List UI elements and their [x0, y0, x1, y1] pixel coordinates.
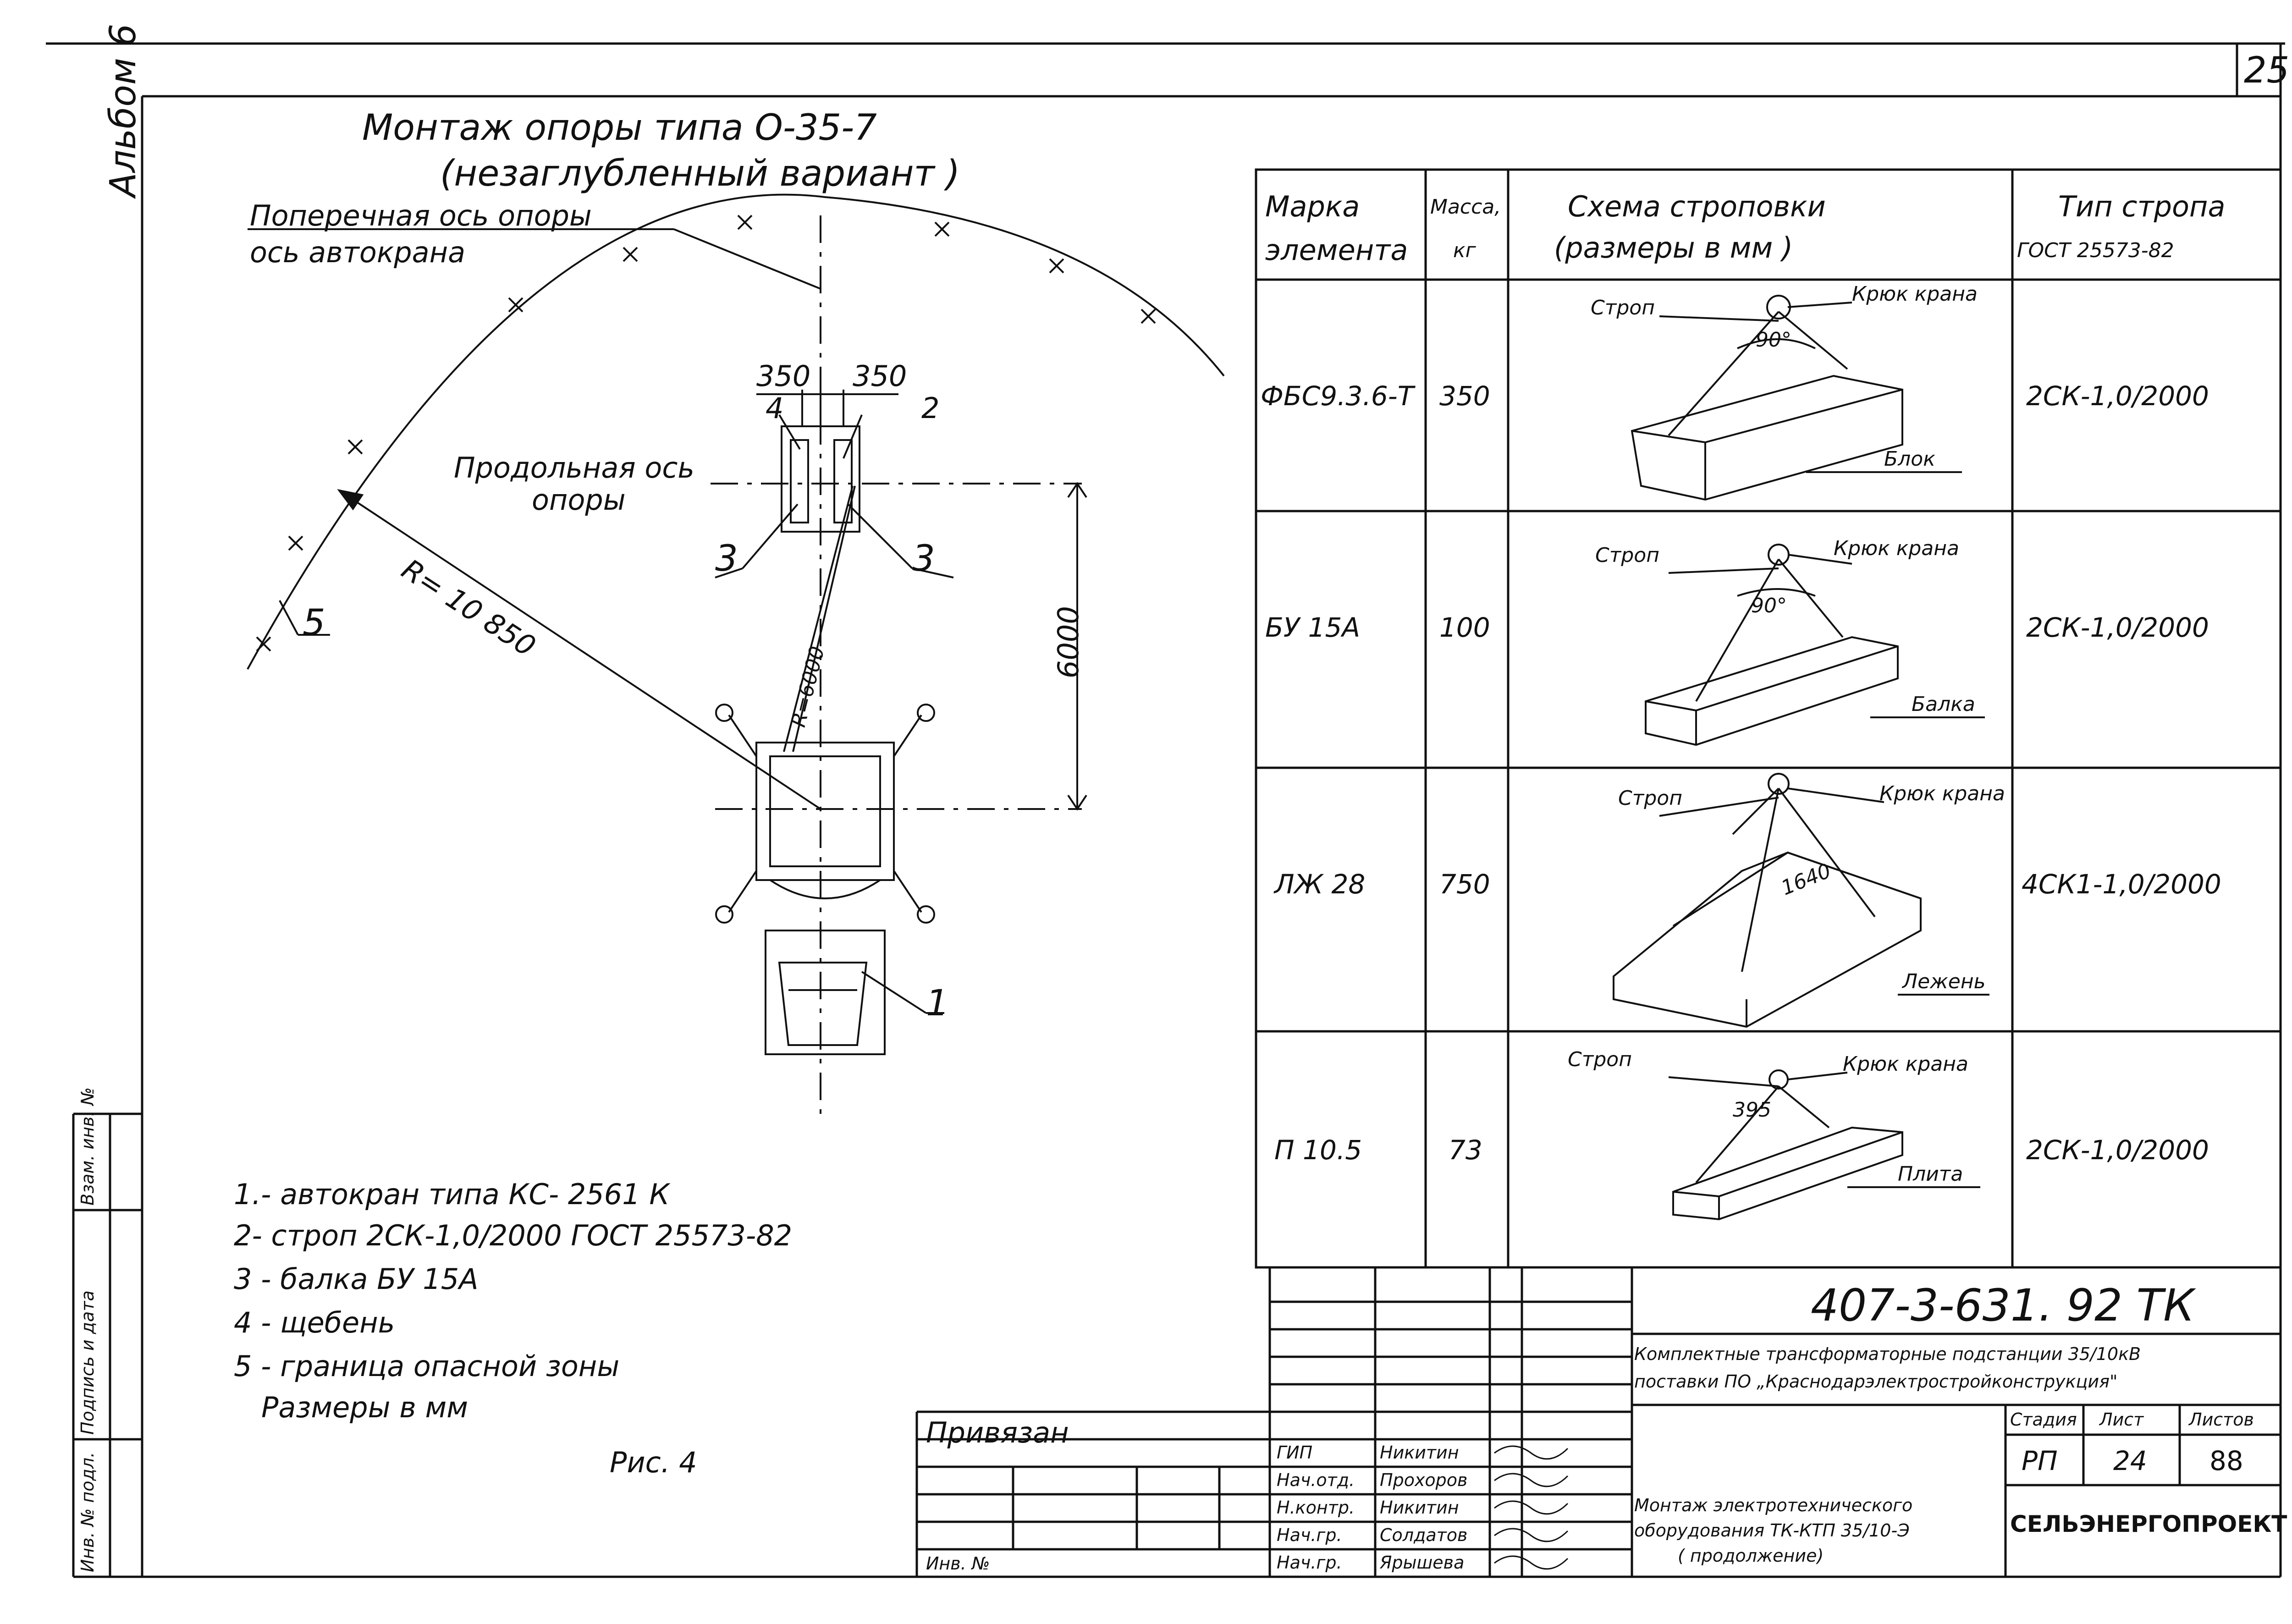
row4-mass: 73	[1449, 1134, 1482, 1166]
callout-3-right: 3	[912, 538, 935, 579]
header-mass-2: кг	[1453, 239, 1476, 262]
side-stamp-replacement: Взам. инв. №	[77, 1087, 98, 1206]
row4-mark: П 10.5	[1274, 1134, 1362, 1166]
bound-label: Привязан	[926, 1416, 1069, 1449]
header-mass-1: Масса,	[1430, 195, 1501, 219]
row2-hook-label: Крюк крана	[1834, 537, 1959, 560]
legend-item-4: 4 - щебень	[234, 1306, 395, 1339]
row3-element: Лежень	[1902, 970, 1986, 993]
transverse-axis-label: Поперечная ось опоры	[250, 199, 592, 232]
dim-6000-label: 6000	[1052, 606, 1085, 678]
dim-350-left: 350	[756, 359, 811, 393]
signer-role-1: ГИП	[1277, 1442, 1313, 1463]
sheet-header: Лист	[2099, 1409, 2144, 1430]
signer-name-1: Никитин	[1380, 1442, 1459, 1463]
row3-mark: ЛЖ 28	[1274, 869, 1366, 900]
drawing-title-line1: Монтаж опоры типа О-35-7	[362, 107, 877, 149]
header-sling-1: Тип стропа	[2058, 190, 2226, 223]
header-mark-2: элемента	[1265, 233, 1408, 267]
legend-item-2: 2- строп 2СК-1,0/2000 ГОСТ 25573-82	[234, 1219, 793, 1252]
figure-caption: Рис. 4	[610, 1446, 697, 1479]
sheets-value: 88	[2209, 1445, 2243, 1476]
signer-role-2: Нач.отд.	[1277, 1470, 1355, 1490]
row1-strop-label: Строп	[1591, 296, 1655, 319]
header-scheme-1: Схема строповки	[1568, 190, 1826, 223]
row3-sling: 4СК1-1,0/2000	[2022, 869, 2221, 900]
signer-name-4: Солдатов	[1380, 1525, 1468, 1545]
row1-sling: 2СК-1,0/2000	[2026, 380, 2209, 412]
header-sling-2: ГОСТ 25573-82	[2017, 239, 2174, 262]
callout-1: 1	[926, 983, 949, 1024]
signer-name-3: Никитин	[1380, 1497, 1459, 1518]
row3-hook-label: Крюк крана	[1879, 782, 2005, 805]
sheet-number: 25	[2244, 50, 2290, 91]
drawing-name-line1: Монтаж электротехнического	[1634, 1495, 1913, 1515]
sling-schemes	[1613, 295, 1989, 1221]
row4-hook-label: Крюк крана	[1843, 1052, 1968, 1076]
stage-value: РП	[2022, 1445, 2058, 1476]
dim-350-right: 350	[853, 359, 907, 393]
callout-4: 4	[766, 391, 784, 425]
signatures	[1494, 1445, 1569, 1570]
row2-sling: 2СК-1,0/2000	[2026, 612, 2209, 643]
drawing-name-line2: оборудования ТК-КТП 35/10-Э	[1634, 1520, 1910, 1541]
row1-hook-label: Крюк крана	[1852, 282, 1978, 306]
crane-axis-label: ось автокрана	[250, 236, 466, 269]
signer-role-5: Нач.гр.	[1277, 1552, 1342, 1573]
legend-item-1: 1.- автокран типа КС- 2561 К	[234, 1178, 670, 1211]
organization-logo: СЕЛЬЭНЕРГОПРОЕКТ	[2010, 1511, 2287, 1537]
legend-item-3: 3 - балка БУ 15А	[234, 1262, 479, 1296]
row1-mass: 350	[1439, 380, 1490, 412]
row1-angle: 90°	[1756, 328, 1791, 352]
side-stamp-signature: Подпись и дата	[77, 1290, 98, 1435]
row2-mass: 100	[1439, 612, 1490, 643]
row2-angle: 90°	[1751, 594, 1787, 617]
side-stamp-inv: Инв. № подл.	[77, 1452, 98, 1572]
inventory-label: Инв. №	[926, 1553, 990, 1574]
row3-strop-label: Строп	[1618, 787, 1682, 810]
signer-role-4: Нач.гр.	[1277, 1525, 1342, 1545]
callout-3-left: 3	[715, 538, 738, 579]
description-line2: поставки ПО „Краснодарэлектростройконстр…	[1634, 1371, 2118, 1392]
drawing-name-line3: ( продолжение)	[1678, 1546, 1824, 1566]
signer-role-3: Н.контр.	[1277, 1497, 1355, 1518]
header-mark-1: Марка	[1265, 190, 1360, 223]
document-code: 407-3-631. 92 ТК	[1811, 1280, 2195, 1331]
stage-header: Стадия	[2010, 1409, 2077, 1430]
header-scheme-2: (размеры в мм )	[1554, 231, 1793, 264]
sheets-header: Листов	[2189, 1409, 2254, 1430]
longitudinal-axis-label-2: опоры	[532, 483, 626, 517]
album-label: Альбом 6	[103, 23, 144, 197]
row2-element: Балка	[1912, 693, 1975, 716]
description-line1: Комплектные трансформаторные подстанции …	[1634, 1344, 2141, 1364]
callout-2: 2	[921, 391, 940, 425]
drawing-title-line2: (незаглубленный вариант )	[440, 153, 960, 194]
signer-name-2: Прохоров	[1380, 1470, 1468, 1490]
row1-element: Блок	[1884, 447, 1935, 471]
row4-strop-label: Строп	[1568, 1048, 1632, 1071]
mounting-plan	[247, 193, 1225, 1114]
legend-item-5: 5 - граница опасной зоны	[234, 1349, 620, 1383]
signer-name-5: Ярышева	[1380, 1552, 1465, 1573]
sheet-value: 24	[2113, 1445, 2147, 1476]
row2-mark: БУ 15А	[1265, 612, 1361, 643]
legend-units: Размеры в мм	[261, 1391, 468, 1424]
row4-sling: 2СК-1,0/2000	[2026, 1134, 2209, 1166]
longitudinal-axis-label: Продольная ось	[454, 451, 694, 484]
row4-element: Плита	[1898, 1162, 1963, 1186]
row4-dim: 395	[1733, 1098, 1771, 1122]
row2-strop-label: Строп	[1595, 544, 1659, 567]
row3-mass: 750	[1439, 869, 1490, 900]
row1-mark: ФБС9.3.6-Т	[1261, 380, 1414, 412]
callout-5: 5	[303, 602, 325, 644]
